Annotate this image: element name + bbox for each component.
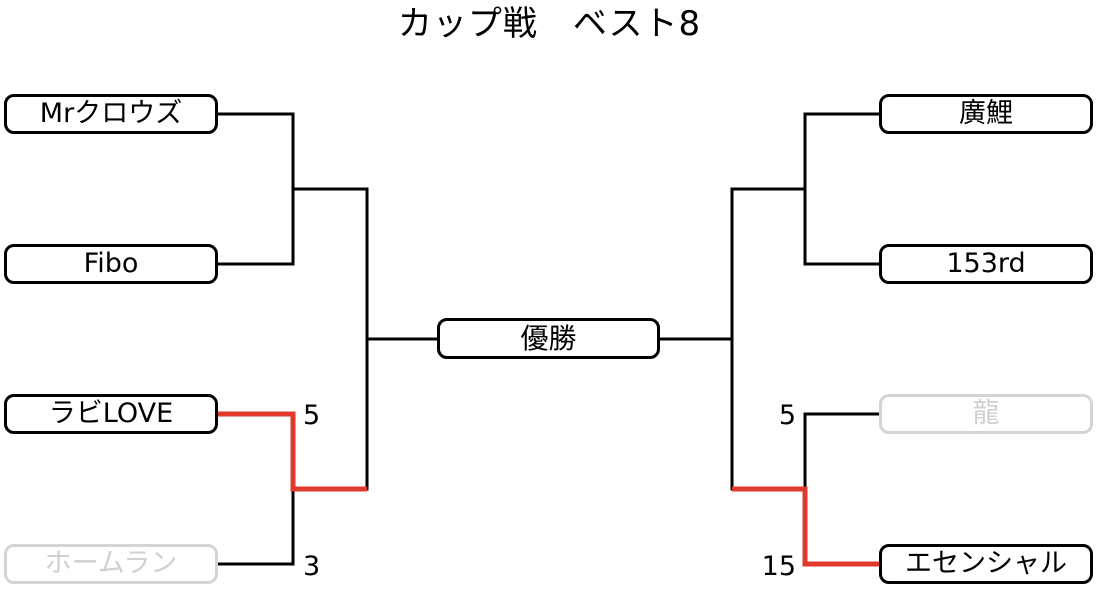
team-left-2: Fibo: [4, 244, 218, 284]
score-left-upper: 5: [303, 400, 321, 431]
team-left-3: ラビLOVE: [4, 394, 218, 434]
team-right-1: 廣鯉: [879, 94, 1093, 134]
team-right-2: 153rd: [879, 244, 1093, 284]
team-right-3: 龍: [879, 394, 1093, 434]
team-left-1: Mrクロウズ: [4, 94, 218, 134]
bracket-title: カップ戦 ベスト8: [397, 4, 702, 44]
score-right-upper: 5: [778, 400, 796, 431]
score-left-lower: 3: [303, 551, 321, 582]
team-left-4: ホームラン: [4, 544, 218, 584]
team-right-4: エセンシャル: [879, 544, 1093, 584]
champion-box: 優勝: [437, 318, 660, 359]
winner-path-right: [732, 486, 879, 567]
winner-path-left: [218, 411, 367, 492]
score-right-lower: 15: [761, 551, 796, 582]
